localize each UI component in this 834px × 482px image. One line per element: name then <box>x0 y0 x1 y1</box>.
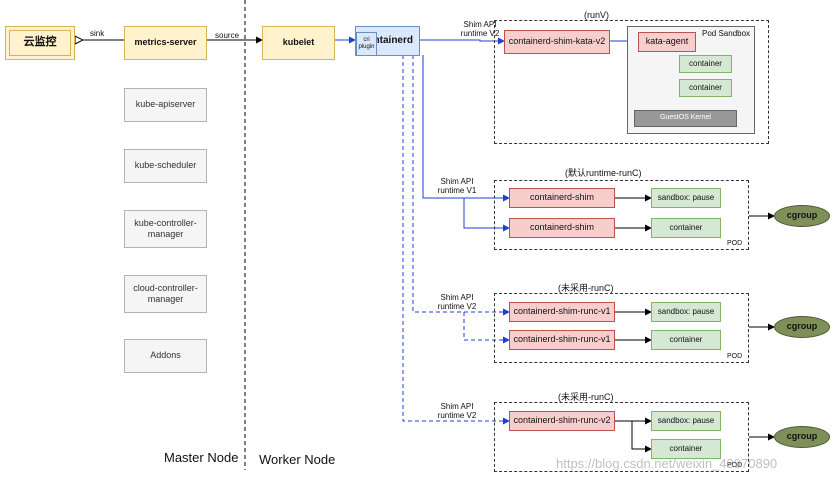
sink-label: sink <box>90 29 105 38</box>
cgroup-1: cgroup <box>774 205 830 227</box>
runc-default-title: (默认runtime-runC) <box>565 168 642 178</box>
cri-plugin-box: cri plugin <box>356 32 377 56</box>
runc-v2-pod-label: POD <box>727 462 743 469</box>
runc-v2-shim-box: containerd-shim-runc-v2 <box>509 411 615 431</box>
kubelet-box: kubelet <box>262 26 335 60</box>
runc-v2-pause: sandbox: pause <box>651 411 721 431</box>
guestos-kernel-box: GuestOS Kernel <box>634 110 737 127</box>
watermark: https://blog.csdn.net/weixin_43970890 <box>556 456 778 471</box>
runc-default-pause: sandbox: pause <box>651 188 721 208</box>
runc-default-pod-label: POD <box>727 240 743 247</box>
runc-v1-container: container <box>651 330 721 350</box>
worker-node-label: Worker Node <box>259 452 336 467</box>
runc-v1-title: (未采用-runC) <box>558 283 614 293</box>
runc-v2-shim-label: Shim API runtime V2 <box>437 402 477 421</box>
cgroup-3: cgroup <box>774 426 830 448</box>
runv-group <box>494 20 769 144</box>
source-label: source <box>215 31 240 40</box>
runv-container-2: container <box>679 79 732 97</box>
cloud-monitor-box: 云监控 <box>5 26 75 60</box>
runc-v2-title: (未采用-runC) <box>558 392 614 402</box>
containerd-shim-1-box: containerd-shim <box>509 188 615 208</box>
runv-title: (runV) <box>584 10 610 20</box>
pod-sandbox-title: Pod Sandbox <box>702 29 751 38</box>
containerd-runcv1-edge <box>412 55 510 316</box>
runc-v1-pause: sandbox: pause <box>651 302 721 322</box>
containerd-kata-edge <box>420 37 505 45</box>
containerd-shim-2-box: containerd-shim <box>509 218 615 238</box>
kube-apiserver-box: kube-apiserver <box>124 88 207 122</box>
kube-scheduler-box: kube-scheduler <box>124 149 207 183</box>
kube-controller-manager-box: kube-controller-manager <box>124 210 207 248</box>
runc-v2-group <box>494 402 749 472</box>
containerd-shim1-edge <box>422 55 510 202</box>
runc-v1-group <box>494 293 749 363</box>
master-node-label: Master Node <box>164 450 239 465</box>
cloud-controller-manager-box: cloud-controller-manager <box>124 275 207 313</box>
runc-v1-shim-2-box: containerd-shim-runc-v1 <box>509 330 615 350</box>
runc-v2-container: container <box>651 439 721 459</box>
runv-container-1: container <box>679 55 732 73</box>
containerd-runcv2-edge <box>402 55 510 425</box>
runc-default-shim-label: Shim API runtime V1 <box>437 177 477 196</box>
runc-default-group <box>494 180 749 250</box>
kata-shim-box: containerd-shim-kata-v2 <box>504 30 610 54</box>
addons-box: Addons <box>124 339 207 373</box>
kata-agent-box: kata-agent <box>638 32 696 52</box>
runc-v1-shim-label: Shim API runtime V2 <box>437 293 477 312</box>
metrics-server-box: metrics-server <box>124 26 207 60</box>
runcv2-container-edge <box>631 421 652 453</box>
runv-shim-label: Shim API runtime V2 <box>460 20 500 39</box>
runc-v1-shim-1-box: containerd-shim-runc-v1 <box>509 302 615 322</box>
cgroup-2: cgroup <box>774 316 830 338</box>
runc-default-container: container <box>651 218 721 238</box>
runc-v1-pod-label: POD <box>727 353 743 360</box>
